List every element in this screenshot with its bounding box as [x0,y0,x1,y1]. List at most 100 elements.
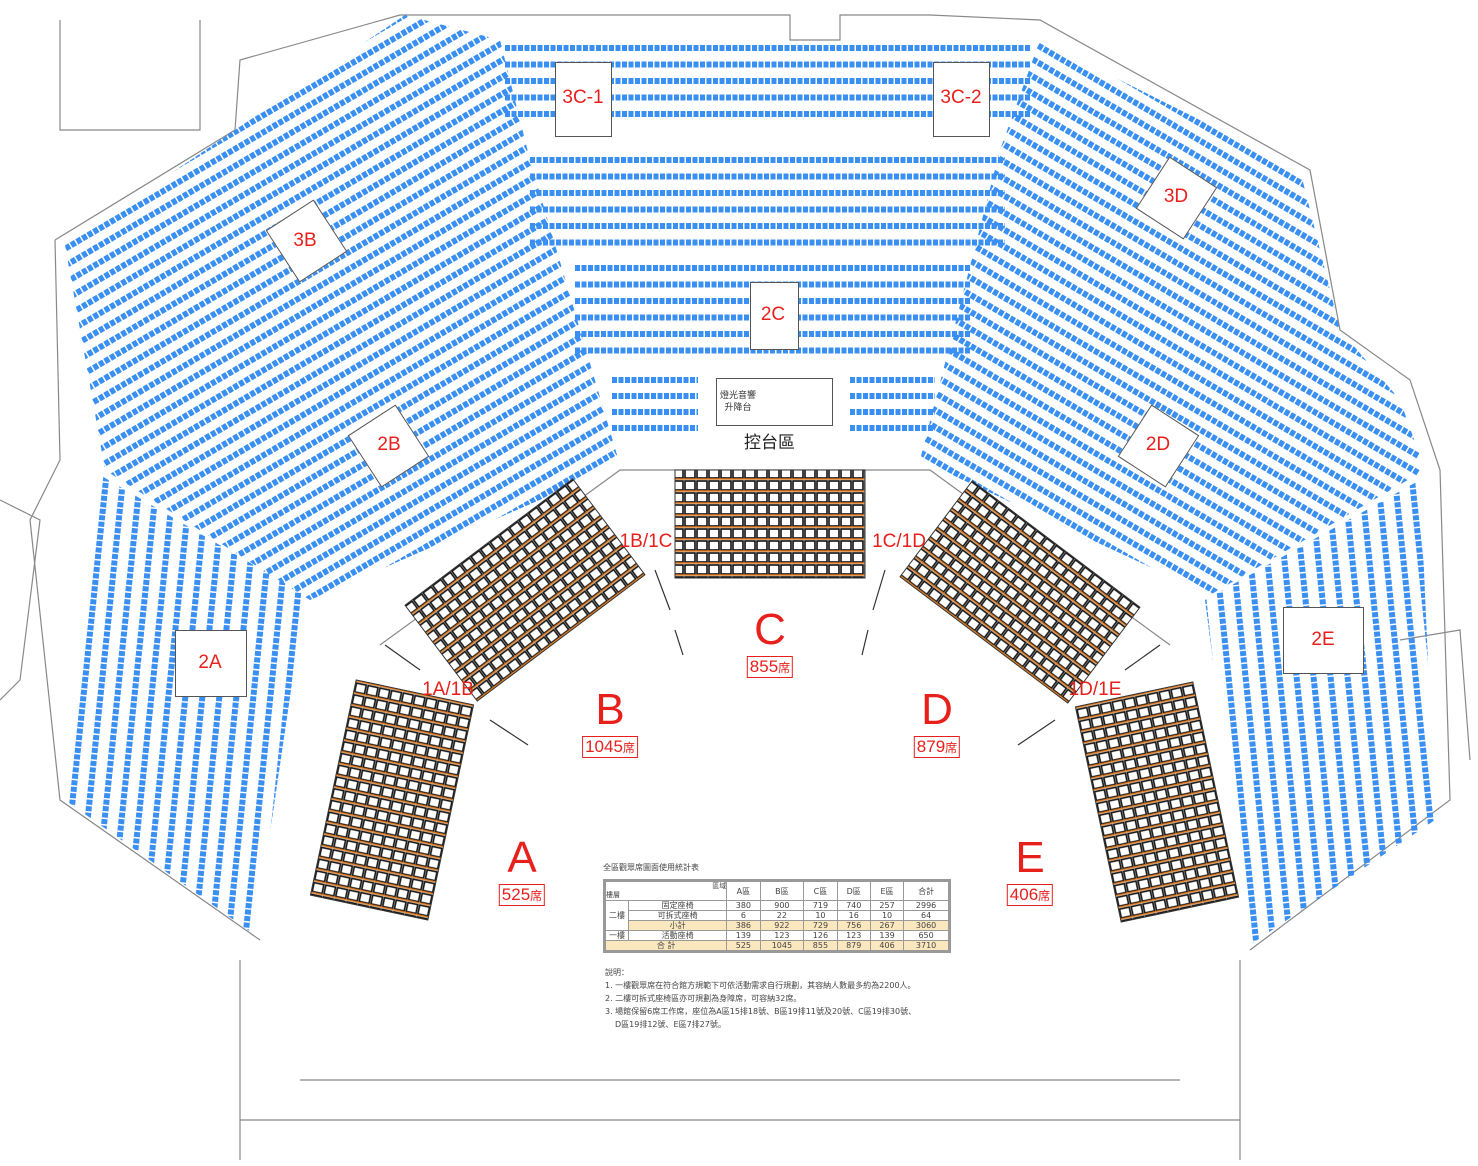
header-cell: B區 [759,880,805,901]
aisle-lines [384,569,1161,746]
seat-row [173,475,229,935]
zone-label-e: E [1015,833,1045,882]
cell: 139 [726,930,761,941]
header-cell: A區 [726,880,761,901]
seat-row [1425,480,1435,945]
cell: 267 [869,920,905,931]
cell: 126 [803,930,838,941]
seat-row [65,475,110,935]
count: 406 [1009,885,1039,904]
section-box-3c-1 [555,62,612,137]
seat-row [65,169,620,510]
section-label-2c: 2C [760,304,786,325]
seat-row [1445,470,1478,950]
cell: 10 [803,910,838,921]
note-item: 1. 一樓觀眾席在符合館方規範下可依活動需求自行規劃，其容納人數最多約為2200… [605,981,916,990]
section-label-3d: 3D [1163,186,1189,207]
aisle-label-1a-1b: 1A/1B [422,679,474,700]
corner-cell: 區域樓層 [603,880,728,901]
seat-row [65,339,620,600]
seat-row [65,152,620,493]
zone-count-a: 525席 [498,884,546,906]
header-cell: C區 [803,880,838,901]
section-label-3c-2: 3C-2 [940,87,982,108]
cell: 650 [903,930,950,941]
unit: 席 [778,661,791,675]
note-item: D區19排12號、E區7排27號。 [615,1020,726,1029]
cell: 139 [869,930,905,941]
row-label: 合 計 [603,940,728,952]
section-label-2a: 2A [198,652,222,673]
cell: 3060 [903,920,950,931]
note-item: 2. 二樓可拆式座椅區亦可規劃為身障席，可容納32席。 [605,994,802,1003]
seat-row [122,475,178,935]
seat-row [1016,40,1420,238]
unit: 席 [1038,889,1051,903]
cell: 123 [759,930,805,941]
zone-count-d: 879席 [913,736,961,758]
seat-row [920,339,1420,595]
seat-row [65,237,620,578]
aisle-label-1d-1e: 1D/1E [1068,679,1122,700]
count: 855 [749,657,779,676]
section-label-2b: 2B [377,434,401,455]
count: 525 [501,885,531,904]
row-label: 可拆式座椅 [627,910,728,921]
seat-row [65,424,620,600]
zone-count-c: 855席 [746,656,794,678]
row-label: 固定座椅 [627,900,728,911]
seat-row [65,186,620,527]
seat-row [65,15,577,306]
floor-block-c [674,469,866,579]
cell: 756 [836,920,871,931]
cell: 1045 [759,940,805,952]
seat-row [105,475,161,935]
cell: 22 [759,910,805,921]
seat-row [65,407,620,600]
cell: 729 [803,920,838,931]
seat-row [1357,480,1413,945]
cell: 380 [726,900,761,911]
zone-label-b: B [595,685,625,734]
floor-block-e [1074,681,1240,923]
floor1-cell: 一樓 [604,930,629,941]
count: 879 [916,737,946,756]
zone-label-a: A [507,833,537,882]
seat-row [65,220,620,561]
cell: 6 [726,910,761,921]
seat-row [1374,480,1430,945]
section-label-3b: 3B [293,230,317,251]
seat-row [1323,480,1379,945]
seat-row [1408,480,1435,945]
seat-row [920,407,1420,595]
seat-row [920,390,1420,595]
cell: 10 [869,910,905,921]
seat-row [65,441,620,600]
cell: 257 [869,900,905,911]
floor-block-b [404,478,646,702]
floor-seat-blocks [309,469,1240,923]
seat-row [65,15,620,340]
seat-row [65,15,462,238]
cell: 879 [836,940,871,952]
cell: 123 [836,930,871,941]
lighting-lift-label: 燈光音響 升降台 [719,391,756,413]
unit: 席 [622,741,635,755]
seat-row [65,373,620,600]
seat-row [920,373,1420,595]
zone-label-c: C [754,605,786,654]
cell: 406 [869,940,905,952]
seat-row [88,475,144,935]
cell: 900 [759,900,805,911]
notes-heading: 說明： [605,968,629,977]
aisle-label-1b-1c: 1B/1C [619,531,673,552]
cell: 922 [759,920,805,931]
cell: 386 [726,920,761,931]
seat-row [71,475,127,935]
seat-row [65,15,491,255]
count: 1045 [585,737,623,756]
note-item: 3. 場館保留6席工作席，座位為A區15排18號、B區19排11號及20號、C區… [605,1007,917,1016]
